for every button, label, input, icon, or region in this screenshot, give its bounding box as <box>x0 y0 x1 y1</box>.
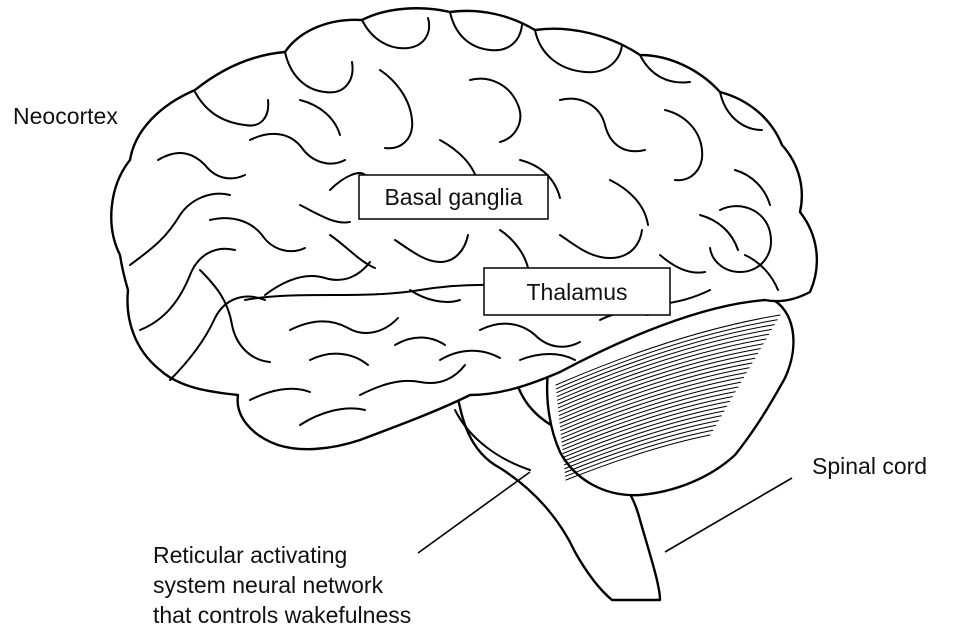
basal-ganglia-label: Basal ganglia <box>384 184 522 210</box>
ras-label-line-1: Reticular activating <box>153 542 347 568</box>
ras-label-line-2: system neural network <box>153 572 384 598</box>
spinal-cord-label: Spinal cord <box>812 453 927 479</box>
ras-pointer <box>418 472 530 553</box>
spinal-cord-pointer <box>665 478 792 552</box>
neocortex-label: Neocortex <box>13 103 118 129</box>
ras-label-line-3: that controls wakefulness <box>153 602 411 628</box>
thalamus-label-box: Thalamus <box>484 268 670 315</box>
basal-ganglia-label-box: Basal ganglia <box>359 175 548 219</box>
thalamus-label: Thalamus <box>527 279 628 305</box>
